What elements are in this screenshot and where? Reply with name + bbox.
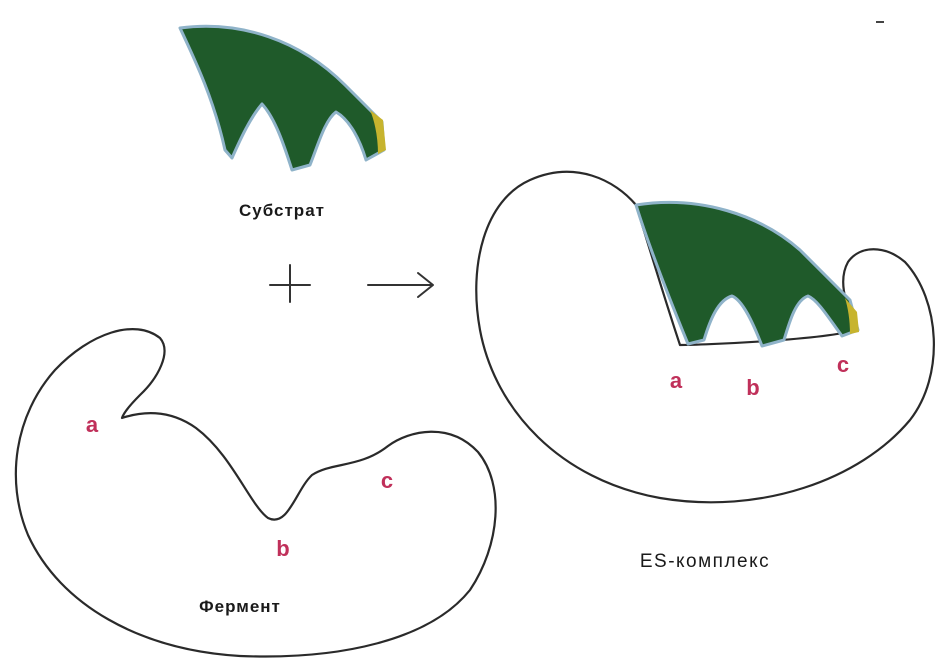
complex-substrate-shape [636,202,859,346]
substrate-body [180,26,384,170]
complex-label: ES-комплекс [640,551,770,572]
substrate-shape [180,26,386,170]
enzyme-label: Фермент [199,597,281,616]
enzyme-site-c: c [381,468,393,493]
complex-substrate-body [636,202,858,346]
complex-site-a: a [670,368,683,393]
right-arrow [368,273,433,297]
enzyme-site-a: a [86,412,99,437]
complex-site-b: b [746,375,759,400]
complex-site-c: c [837,352,849,377]
enzyme-site-b: b [276,536,289,561]
plus-sign [270,265,310,302]
substrate-label: Субстрат [239,201,325,220]
